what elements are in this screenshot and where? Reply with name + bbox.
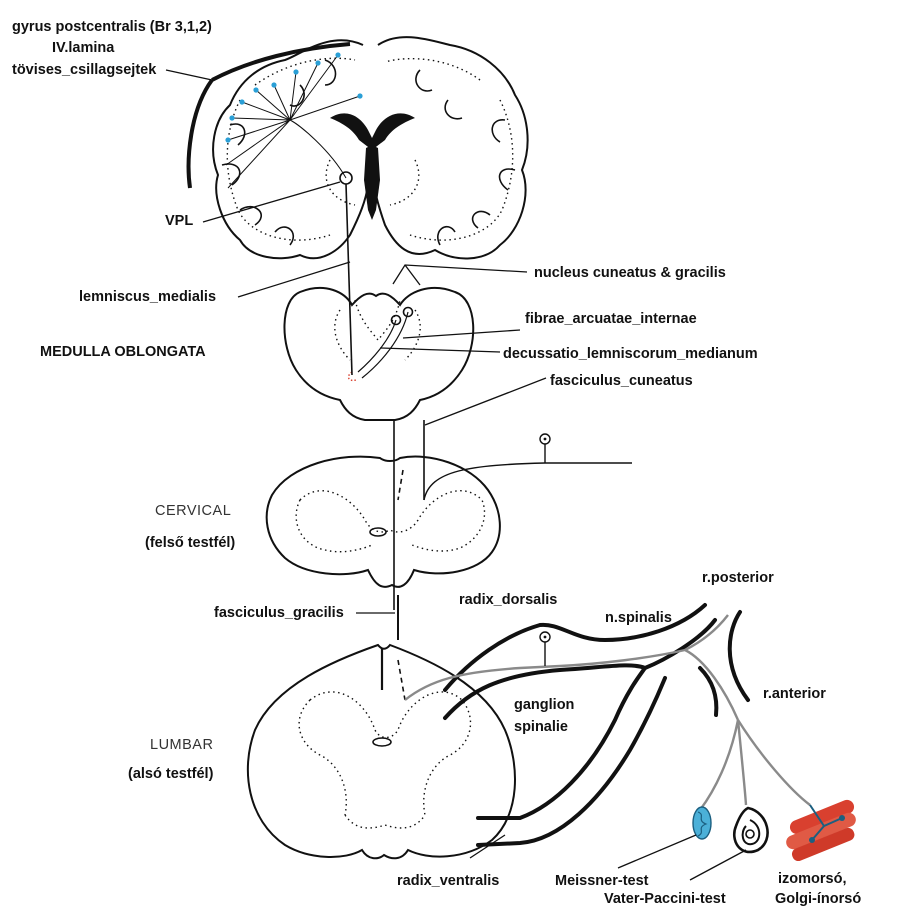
label-lumbar: LUMBAR: [150, 737, 214, 753]
radix-dorsalis-upper: [443, 603, 707, 692]
lumbar-central-canal: [372, 737, 392, 747]
leader-lines: [165, 69, 747, 881]
label-fibrae-arcuatae-internae: fibrae_arcuatae_internae: [525, 311, 697, 327]
lumbar-dorsal-dash: [397, 659, 406, 701]
spiny-stellate-cells: [225, 52, 363, 143]
label-vpl: VPL: [165, 213, 194, 229]
cervical-afferent: [423, 462, 632, 501]
label-lemniscus-medialis: lemniscus_medialis: [79, 289, 217, 305]
medial-lemniscus-tract: [345, 183, 353, 376]
left-hemisphere-gyri: [221, 59, 337, 246]
vater-pacini-corpuscle: [733, 806, 769, 854]
leader-nucleus: [392, 264, 528, 286]
label-r-anterior: r.anterior: [763, 686, 826, 702]
leader-gyrus: [165, 69, 213, 81]
label-iv-lamina: IV.lamina: [52, 40, 115, 56]
label-tovises-csillagsejtek: tövises_csillagsejtek: [12, 62, 157, 78]
leader-fasc-cuneatus: [424, 377, 547, 426]
thalamus-dotted: [325, 159, 420, 206]
cervical-outline: [265, 455, 501, 588]
left-cortex-dotted: [226, 57, 356, 241]
label-fasciculus-gracilis: fasciculus_gracilis: [214, 605, 344, 621]
nucleus-cuneatus: [390, 314, 402, 326]
label-also-testfel: (alsó testfél): [128, 766, 214, 782]
muscle-spindle: [786, 799, 856, 862]
leader-lemniscus: [237, 261, 351, 298]
r-posterior-branch: [727, 610, 750, 702]
label-golgi-inorso: Golgi-ínorsó: [775, 891, 862, 907]
brain-section: [186, 36, 529, 260]
label-radix-ventralis: radix_ventralis: [397, 873, 500, 889]
r-anterior-branch: [698, 666, 719, 717]
sensory-fibers: [404, 614, 811, 811]
right-hemisphere: [371, 36, 529, 260]
radix-ventralis-inner: [476, 676, 667, 847]
meissner-corpuscle: [692, 806, 712, 840]
medulla-oblongata: [283, 287, 475, 421]
label-decussatio: decussatio_lemniscorum_medianum: [503, 346, 758, 362]
right-hemisphere-gyri: [415, 69, 516, 246]
leader-decussatio: [379, 347, 501, 353]
label-felso-testfel: (felső testfél): [145, 535, 236, 551]
label-r-posterior: r.posterior: [702, 570, 774, 586]
leader-meissner: [617, 834, 697, 869]
nucleus-gracilis: [402, 306, 414, 318]
label-ganglion: ganglion: [514, 697, 575, 713]
label-medulla-oblongata: MEDULLA OBLONGATA: [40, 344, 206, 360]
leader-vpl: [202, 181, 341, 223]
gyrus-postcentralis-arc: [186, 42, 351, 189]
left-hemisphere: [212, 39, 369, 260]
cuneatus-gracilis-column: [393, 420, 425, 610]
right-cortex-dotted: [384, 57, 514, 241]
medulla-outline: [283, 287, 475, 421]
gray-afferent-axon: [404, 648, 740, 721]
cervical-dorsal-dash: [397, 469, 404, 501]
label-spinalie: spinalie: [514, 719, 568, 735]
leader-radix-ventralis: [469, 834, 506, 859]
label-cervical: CERVICAL: [155, 503, 232, 519]
lumbar-cord: [246, 595, 516, 860]
label-meissner-test: Meissner-test: [555, 873, 649, 889]
label-fasciculus-cuneatus: fasciculus_cuneatus: [550, 373, 693, 389]
leader-fibrae: [402, 329, 521, 339]
label-vater-paccini-test: Vater-Paccini-test: [604, 891, 726, 907]
thalamocortical-fibers: [225, 54, 361, 189]
label-nucleus-cuneatus-gracilis: nucleus cuneatus & gracilis: [534, 265, 726, 281]
label-radix-dorsalis: radix_dorsalis: [459, 592, 558, 608]
leader-vater: [689, 849, 747, 881]
radix-ventralis-outer: [476, 666, 647, 820]
third-ventricle: [364, 145, 380, 220]
lumbar-outline: [246, 643, 516, 860]
medulla-inner-dotted: [334, 299, 421, 361]
lumbar-gray-dotted: [298, 691, 472, 829]
label-n-spinalis: n.spinalis: [605, 610, 672, 626]
lumbar-ganglion: [539, 631, 551, 666]
ascending-tracts: [345, 183, 425, 610]
lateral-ventricles: [330, 113, 415, 150]
label-izomorso: izomorsó,: [778, 871, 847, 887]
cervical-cord: [265, 433, 632, 588]
medial-lemniscus-red-dotted: [347, 371, 357, 382]
cervical-gray-dotted: [295, 490, 486, 553]
cervical-central-canal: [369, 527, 387, 537]
cervical-ganglion: [539, 433, 551, 445]
label-gyrus-postcentralis: gyrus postcentralis (Br 3,1,2): [12, 19, 212, 35]
